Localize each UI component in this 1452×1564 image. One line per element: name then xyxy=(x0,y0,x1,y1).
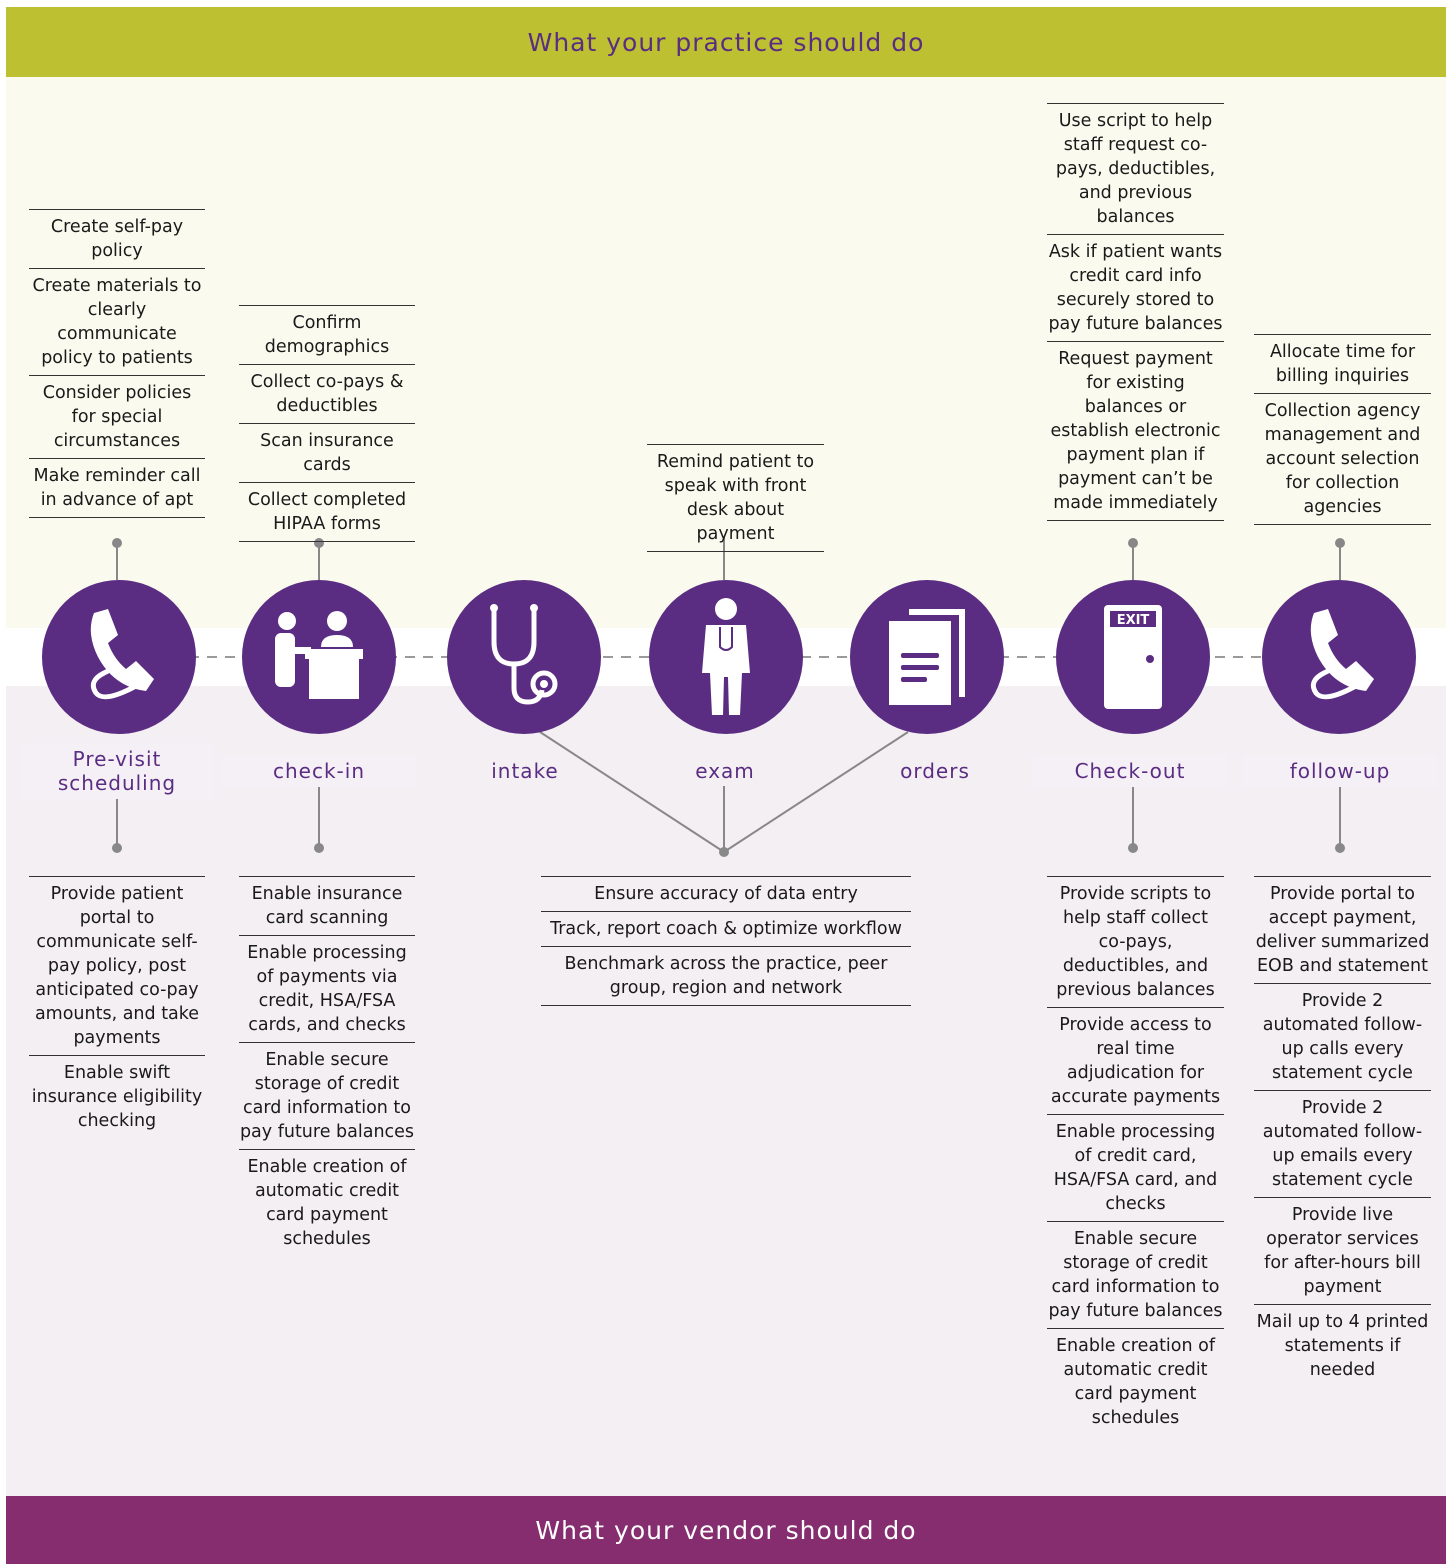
documents-icon xyxy=(889,609,965,705)
exit-sign-text: EXIT xyxy=(1117,613,1150,628)
exit-door-icon: EXIT xyxy=(1104,605,1162,709)
list-item: Create materials to clearly communicate … xyxy=(29,269,205,376)
practice-header-title: What your practice should do xyxy=(527,27,925,57)
vendor-follow-up-list: Provide portal to accept payment, delive… xyxy=(1254,876,1431,1387)
list-item: Enable processing of payments via credit… xyxy=(239,936,415,1043)
list-item: Collect co-pays & deductibles xyxy=(239,365,415,424)
list-item: Enable secure storage of credit card inf… xyxy=(1047,1222,1224,1329)
connector-intake-bottom xyxy=(539,731,725,853)
list-item: Provide 2 automated follow-up emails eve… xyxy=(1254,1091,1431,1198)
list-item: Enable creation of automatic credit card… xyxy=(1055,1336,1216,1428)
list-item: Provide access to real time adjudication… xyxy=(1047,1008,1224,1115)
stage-label-orders: orders xyxy=(900,759,970,783)
list-item: Mail up to 4 printed statements if neede… xyxy=(1256,1312,1429,1380)
reception-desk-icon xyxy=(275,611,363,699)
list-item: Provide live operator services for after… xyxy=(1254,1198,1431,1305)
list-item: Benchmark across the practice, peer grou… xyxy=(541,947,911,1006)
list-item: Provide patient portal to communicate se… xyxy=(29,877,205,1056)
list-item: Consider policies for special circumstan… xyxy=(29,376,205,459)
practice-follow-up-list: Allocate time for billing inquiries Coll… xyxy=(1254,334,1431,525)
stage-exam-circle xyxy=(649,580,803,734)
connector-orders-bottom xyxy=(723,731,909,853)
phone-icon xyxy=(90,609,154,700)
list-item: Enable swift insurance eligibility check… xyxy=(31,1063,203,1131)
connector-dot xyxy=(1128,538,1138,548)
list-item: Enable creation of automatic credit card… xyxy=(247,1157,407,1249)
list-item: Track, report coach & optimize workflow xyxy=(541,912,911,947)
stage-check-in-circle xyxy=(242,580,396,734)
list-item: Confirm demographics xyxy=(239,306,415,365)
practice-pre-visit-list: Create self-pay policy Create materials … xyxy=(29,209,205,518)
list-item: Allocate time for billing inquiries xyxy=(1254,335,1431,394)
stage-check-out-circle: EXIT xyxy=(1056,580,1210,734)
doctor-icon xyxy=(702,598,750,715)
stage-label-check-in: check-in xyxy=(222,755,416,787)
list-item: Request payment for existing balances or… xyxy=(1047,342,1224,521)
stage-label-exam: exam xyxy=(695,759,755,783)
practice-check-out-list: Use script to help staff request co-pays… xyxy=(1047,103,1224,521)
connector-dot xyxy=(719,847,729,857)
practice-exam-list: Remind patient to speak with front desk … xyxy=(647,444,824,552)
stage-label-check-out: Check-out xyxy=(1033,755,1227,787)
connector-dot xyxy=(112,538,122,548)
list-item: Provide portal to accept payment, delive… xyxy=(1254,877,1431,984)
list-item: Scan insurance cards xyxy=(239,424,415,483)
stage-follow-up-circle xyxy=(1262,580,1416,734)
vendor-middle-list: Ensure accuracy of data entry Track, rep… xyxy=(541,876,911,1006)
connector-dot xyxy=(1128,843,1138,853)
list-item: Make reminder call in advance of apt xyxy=(29,459,205,518)
connector-dot xyxy=(1335,538,1345,548)
practice-header-band: What your practice should do xyxy=(6,7,1446,77)
list-item: Remind patient to speak with front desk … xyxy=(647,445,824,552)
stage-pre-visit-circle xyxy=(42,580,196,734)
stage-label-intake: intake xyxy=(491,759,559,783)
connector-dot xyxy=(1335,843,1345,853)
list-item: Use script to help staff request co-pays… xyxy=(1047,104,1224,235)
list-item: Enable insurance card scanning xyxy=(239,877,415,936)
vendor-footer-band: What your vendor should do xyxy=(6,1496,1446,1564)
list-item: Ensure accuracy of data entry xyxy=(541,877,911,912)
list-item: Collection agency management and account… xyxy=(1254,394,1431,525)
list-item: Provide 2 automated follow-up calls ever… xyxy=(1254,984,1431,1091)
stage-orders-circle xyxy=(850,580,1004,734)
vendor-pre-visit-list: Provide patient portal to communicate se… xyxy=(29,876,205,1138)
vendor-check-out-list: Provide scripts to help staff collect co… xyxy=(1047,876,1224,1435)
connector-dot xyxy=(314,843,324,853)
list-item: Enable secure storage of credit card inf… xyxy=(239,1043,415,1150)
connector-dot xyxy=(314,538,324,548)
vendor-area-background xyxy=(6,686,1446,1496)
vendor-check-in-list: Enable insurance card scanning Enable pr… xyxy=(239,876,415,1256)
list-item: Provide scripts to help staff collect co… xyxy=(1047,877,1224,1008)
list-item: Enable processing of credit card, HSA/FS… xyxy=(1047,1115,1224,1222)
stage-label-pre-visit: Pre-visit scheduling xyxy=(20,743,214,799)
list-item: Collect completed HIPAA forms xyxy=(239,483,415,542)
stage-label-follow-up: follow-up xyxy=(1243,755,1437,787)
phone-icon xyxy=(1310,609,1374,700)
practice-area-background xyxy=(6,77,1446,628)
practice-check-in-list: Confirm demographics Collect co-pays & d… xyxy=(239,305,415,542)
vendor-footer-title: What your vendor should do xyxy=(535,1515,917,1545)
list-item: Create self-pay policy xyxy=(29,210,205,269)
stethoscope-icon xyxy=(490,604,558,705)
connector-dot xyxy=(112,843,122,853)
list-item: Ask if patient wants credit card info se… xyxy=(1047,235,1224,342)
stage-intake-circle xyxy=(447,580,601,734)
